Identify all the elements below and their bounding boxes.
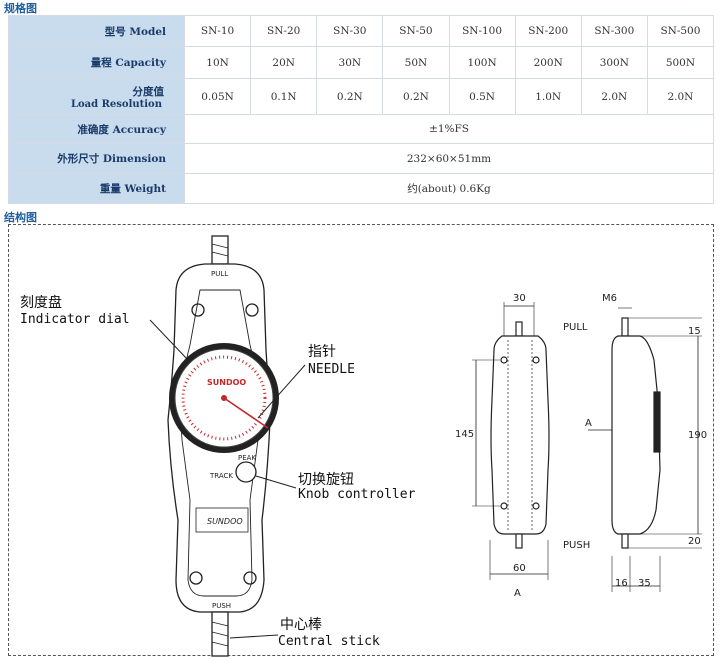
side-view-body [611, 335, 661, 535]
front-view [472, 302, 550, 580]
needle-leader [257, 364, 306, 419]
stick-callout-cn: 中心棒 [280, 617, 322, 633]
side-push-label: PUSH [563, 540, 590, 551]
resolution-cell: 1.0N [514, 78, 582, 115]
row-header-resolution-en: Load Resolution [70, 98, 162, 110]
screw-bottom-left [189, 571, 203, 585]
top-stick [211, 235, 229, 265]
weight-cell: 约(about) 0.6Kg [184, 173, 714, 204]
knob-controller-icon [235, 461, 257, 483]
front-dim-height: 145 [455, 429, 474, 440]
needle-callout-en: NEEDLE [308, 362, 355, 377]
screw-bottom-right [243, 571, 257, 585]
knob-callout-en: Knob controller [298, 487, 416, 502]
row-header-resolution-cn: 分度值 [132, 85, 165, 98]
side-view [588, 307, 702, 592]
capacity-cell: 100N [448, 46, 516, 79]
model-cell: SN-500 [646, 15, 715, 47]
resolution-cell: 0.5N [448, 78, 516, 115]
table-row-model: 型号 Model SN-10 SN-20 SN-30 SN-50 SN-100 … [8, 15, 715, 47]
stick-callout-en: Central stick [278, 634, 380, 649]
row-header-weight: 重量 Weight [8, 173, 185, 204]
peak-label: PEAK [238, 454, 256, 462]
capacity-cell: 500N [646, 46, 715, 79]
brand-plate [195, 507, 249, 533]
side-arrow-label: A [585, 418, 592, 429]
screw-top-right [245, 303, 259, 317]
stick-leader [229, 634, 279, 639]
table-row-accuracy: 准确度 Accuracy ±1%FS [8, 114, 714, 144]
resolution-cell: 0.05N [183, 78, 252, 115]
structure-drawing-frame [8, 224, 714, 656]
screw-top-left [191, 303, 205, 317]
row-header-accuracy: 准确度 Accuracy [8, 114, 185, 144]
side-dim-right: 35 [638, 578, 651, 589]
capacity-cell: 30N [316, 46, 384, 79]
accuracy-cell: ±1%FS [184, 114, 714, 144]
front-dim-bottom: 60 [513, 563, 526, 574]
dial-brand: SUNDOO [207, 378, 246, 387]
row-header-capacity: 量程 Capacity [8, 46, 185, 79]
dial-needle [223, 397, 269, 429]
indicator-dial [169, 343, 279, 453]
side-dim-left: 16 [615, 578, 628, 589]
model-cell: SN-100 [448, 15, 516, 47]
push-label-bottom: PUSH [212, 602, 231, 610]
model-cell: SN-50 [382, 15, 450, 47]
side-pull-label: PULL [563, 322, 588, 333]
dial-callout-cn: 刻度盘 [20, 294, 62, 311]
pull-label-top: PULL [211, 270, 228, 278]
front-dim-top: 30 [513, 293, 526, 304]
model-cell: SN-30 [316, 15, 384, 47]
dimension-cell: 232×60×51mm [184, 143, 714, 174]
side-dim-bottom: 20 [688, 536, 701, 547]
needle-callout-cn: 指针 [308, 344, 336, 360]
model-cell: SN-200 [514, 15, 582, 47]
body-brand: SUNDOO [207, 517, 243, 526]
dial-scale [181, 355, 267, 441]
row-header-dimension: 外形尺寸 Dimension [8, 143, 185, 174]
dial-callout-en: Indicator dial [20, 312, 130, 327]
resolution-cell: 2.0N [646, 78, 715, 115]
spec-table: 型号 Model SN-10 SN-20 SN-30 SN-50 SN-100 … [8, 15, 715, 204]
knob-callout-cn: 切换旋钮 [298, 471, 354, 488]
side-thread-label: M6 [602, 293, 617, 304]
front-view-body [490, 335, 550, 535]
structure-section-title: 结构图 [4, 211, 37, 224]
side-dim-height: 190 [688, 430, 707, 441]
table-row-weight: 重量 Weight 约(about) 0.6Kg [8, 173, 714, 204]
table-row-dimension: 外形尺寸 Dimension 232×60×51mm [8, 143, 714, 174]
dial-leader [149, 319, 189, 361]
spec-section-title: 规格图 [4, 2, 37, 15]
front-view-label: A [514, 588, 521, 599]
track-label: TRACK [209, 472, 233, 480]
knob-leader [255, 475, 297, 489]
side-dim-top: 15 [688, 326, 701, 337]
